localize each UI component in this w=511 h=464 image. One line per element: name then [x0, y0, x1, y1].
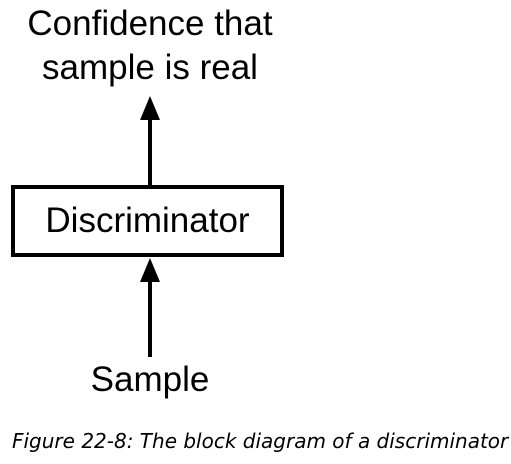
discriminator-block: Discriminator [11, 185, 284, 257]
output-label-line-2: sample is real [42, 48, 258, 87]
input-label: Sample [90, 360, 210, 399]
figure-caption: Figure 22-8: The block diagram of a disc… [12, 429, 509, 453]
output-label-line-1: Confidence that [27, 4, 273, 43]
input-arrow [140, 258, 160, 357]
output-arrow [140, 96, 160, 185]
discriminator-label: Discriminator [45, 201, 250, 240]
